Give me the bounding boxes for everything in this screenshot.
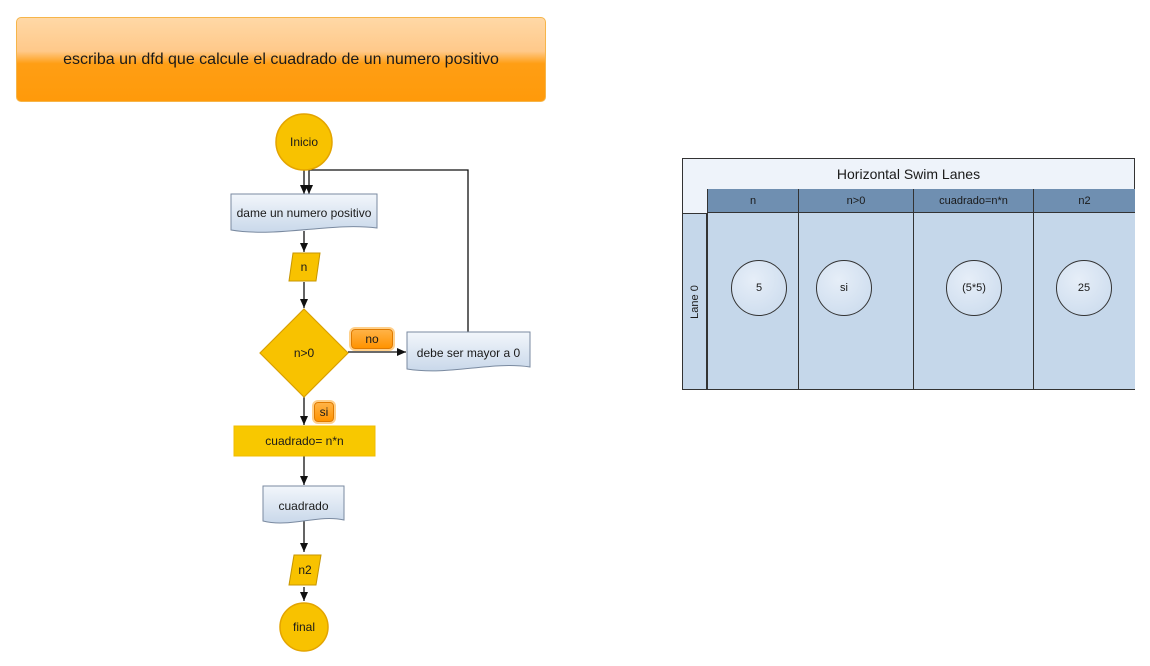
- output-var-shape: [288, 554, 322, 586]
- input-document: [230, 193, 378, 233]
- end-label: final: [292, 620, 315, 634]
- decision-label: n>0: [293, 346, 315, 360]
- process-rect: [233, 425, 376, 457]
- value-circle: si: [816, 260, 872, 316]
- edge-loop-back: [305, 169, 469, 333]
- output-document: [262, 485, 345, 524]
- lane-label: Lane 0: [689, 285, 701, 319]
- value-circle: 5: [731, 260, 787, 316]
- column-header: cuadrado=n*n: [913, 189, 1033, 213]
- branch-no-badge: no: [351, 329, 393, 349]
- input-var-shape: [288, 252, 321, 282]
- start-label: Inicio: [289, 135, 318, 149]
- value-circle: (5*5): [946, 260, 1002, 316]
- input-prompt-label: dame un numero positivo: [236, 206, 372, 220]
- diagram-title: escriba un dfd que calcule el cuadrado d…: [16, 17, 546, 102]
- swimlane-table: Horizontal Swim Lanes Lane 0 n n>0 cuadr…: [682, 158, 1135, 390]
- output-label: cuadrado: [278, 499, 329, 513]
- column-header: n2: [1033, 189, 1135, 213]
- column-header: n>0: [798, 189, 913, 213]
- value-circle: 25: [1056, 260, 1112, 316]
- column-header: n: [707, 189, 798, 213]
- error-output-label: debe ser mayor a 0: [416, 346, 521, 360]
- input-var-label: n: [300, 260, 308, 274]
- output-var-label: n2: [298, 563, 312, 577]
- process-label: cuadrado= n*n: [265, 434, 344, 448]
- swimlane-title: Horizontal Swim Lanes: [683, 159, 1134, 189]
- lane-header: [683, 213, 707, 389]
- branch-yes-badge: si: [314, 402, 334, 422]
- end-node: [279, 602, 329, 652]
- start-node: [275, 113, 333, 171]
- decision-diamond: [259, 308, 349, 398]
- error-document: [406, 331, 531, 372]
